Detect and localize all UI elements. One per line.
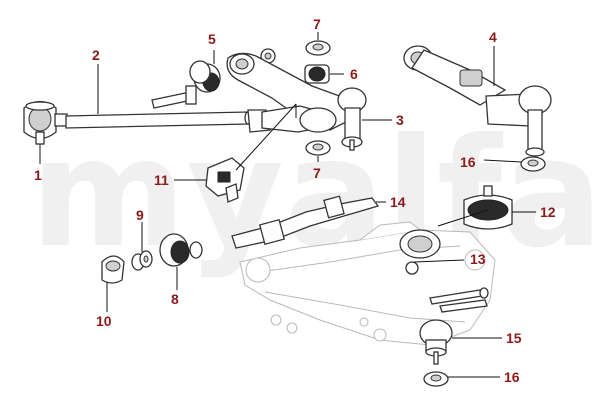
callout-6: 6 [350, 66, 358, 82]
part-1-tie-rod-end [23, 100, 68, 145]
callout-11: 11 [154, 172, 169, 188]
callout-13: 13 [470, 251, 486, 267]
callout-2: 2 [92, 47, 100, 63]
leader-lines [39, 32, 536, 378]
callout-4: 4 [489, 29, 497, 45]
callout-3: 3 [396, 112, 404, 128]
part-15-ball-joint [419, 319, 453, 365]
callout-16-lower: 16 [504, 369, 520, 385]
part-5-bush [189, 60, 221, 93]
nut-upper-left [260, 48, 276, 64]
part-8-bush [159, 233, 203, 267]
callout-8: 8 [171, 291, 179, 307]
part-14-shaft [231, 195, 380, 249]
part-3-upper-wishbone [226, 52, 367, 151]
part-10-cap [101, 255, 125, 284]
subframe-drawing [239, 221, 496, 346]
callout-16-upper: 16 [460, 154, 476, 170]
callout-5: 5 [208, 31, 216, 47]
part-11-mount [205, 157, 245, 203]
callout-10: 10 [96, 313, 112, 329]
callout-12: 12 [540, 204, 556, 220]
callout-9: 9 [136, 207, 144, 223]
callout-7-upper: 7 [313, 16, 321, 32]
part-2-reaction-rod [65, 109, 271, 133]
callout-1: 1 [34, 167, 42, 183]
callout-labels: 1 2 3 4 5 6 7 7 8 9 10 11 12 13 14 15 16… [34, 16, 556, 385]
bolt-pair-right [429, 287, 489, 313]
part-6-bush [304, 64, 330, 84]
callout-7-lower: 7 [313, 165, 321, 181]
callout-14: 14 [390, 194, 406, 210]
part-16-nut-upper [520, 156, 546, 172]
part-13-cup-mount [399, 229, 441, 275]
callout-15: 15 [506, 330, 522, 346]
part-9-washers [131, 250, 153, 271]
part-7-nut-lower [305, 140, 331, 156]
part-4-upper-wishbone-right [403, 45, 552, 157]
bolt-upper [151, 85, 197, 109]
part-7-nut-upper [305, 40, 331, 56]
part-16-nut-lower [423, 371, 449, 387]
